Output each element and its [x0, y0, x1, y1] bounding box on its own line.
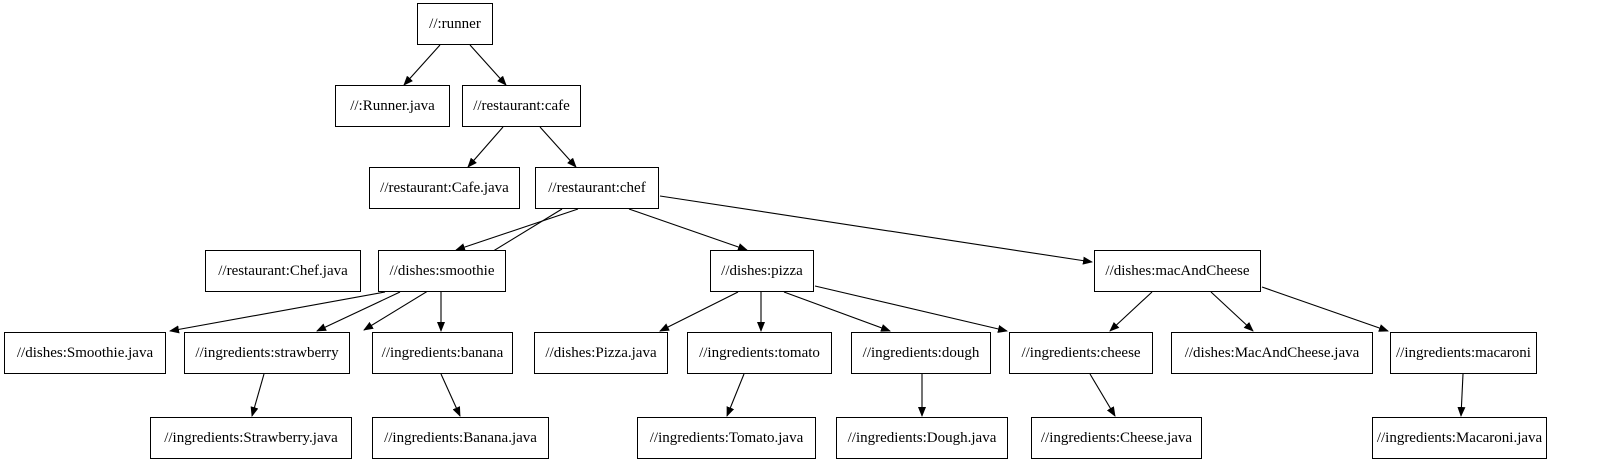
graph-node-CafeJava[interactable]: //restaurant:Cafe.java	[369, 167, 520, 209]
graph-node-label: //ingredients:dough	[862, 344, 980, 361]
graph-node-BananaJava[interactable]: //ingredients:Banana.java	[372, 417, 549, 459]
graph-node-CheeseJava[interactable]: //ingredients:Cheese.java	[1031, 417, 1202, 459]
graph-node-label: //ingredients:strawberry	[195, 344, 339, 361]
graph-edge-chef-to-smoothie	[455, 208, 579, 251]
graph-edge-smoothie-to-strawberry	[316, 291, 401, 332]
graph-node-label: //ingredients:cheese	[1021, 344, 1141, 361]
graph-edge-cafe-to-chef	[539, 126, 577, 168]
graph-node-PizzaJava[interactable]: //dishes:Pizza.java	[534, 332, 668, 374]
graph-edge-runner-to-cafe	[469, 44, 507, 86]
graph-node-label: //ingredients:Banana.java	[384, 429, 537, 446]
graph-node-MacAndCheeseJava[interactable]: //dishes:MacAndCheese.java	[1171, 332, 1373, 374]
graph-edge-cheese-to-CheeseJava	[1089, 373, 1116, 417]
graph-node-ChefJava[interactable]: //restaurant:Chef.java	[205, 250, 361, 292]
graph-node-dough[interactable]: //ingredients:dough	[851, 332, 991, 374]
graph-node-label: //restaurant:Chef.java	[218, 262, 348, 279]
graph-node-label: //dishes:Pizza.java	[545, 344, 657, 361]
graph-node-label: //dishes:MacAndCheese.java	[1184, 344, 1360, 361]
graph-node-label: //restaurant:Cafe.java	[380, 179, 509, 196]
graph-node-cheese[interactable]: //ingredients:cheese	[1009, 332, 1153, 374]
graph-node-label: //dishes:macAndCheese	[1105, 262, 1250, 279]
graph-edge-runner-to-RunnerJava	[403, 44, 441, 86]
graph-edge-pizza-to-cheese	[814, 285, 1008, 333]
graph-edge-tomato-to-TomatoJava	[726, 373, 745, 417]
graph-node-cafe[interactable]: //restaurant:cafe	[462, 85, 581, 127]
graph-node-tomato[interactable]: //ingredients:tomato	[687, 332, 832, 374]
graph-edge-macAndCheese-to-MacAndCheeseJava	[1210, 291, 1254, 332]
graph-node-label: //ingredients:Tomato.java	[649, 429, 804, 446]
graph-node-strawberry[interactable]: //ingredients:strawberry	[184, 332, 350, 374]
graph-edge-pizza-to-PizzaJava	[659, 291, 739, 332]
graph-node-label: //ingredients:Dough.java	[847, 429, 997, 446]
graph-node-chef[interactable]: //restaurant:chef	[535, 167, 659, 209]
graph-node-MacaroniJava[interactable]: //ingredients:Macaroni.java	[1372, 417, 1547, 459]
graph-node-label: //dishes:Smoothie.java	[16, 344, 154, 361]
graph-node-label: //ingredients:Strawberry.java	[164, 429, 338, 446]
graph-node-label: //:Runner.java	[350, 97, 435, 114]
graph-node-RunnerJava[interactable]: //:Runner.java	[335, 85, 450, 127]
graph-edge-chef-to-pizza	[628, 208, 748, 251]
graph-node-TomatoJava[interactable]: //ingredients:Tomato.java	[637, 417, 816, 459]
graph-edge-smoothie-to-SmoothieJava	[169, 291, 386, 334]
graph-node-pizza[interactable]: //dishes:pizza	[710, 250, 814, 292]
graph-edge-banana-to-BananaJava	[440, 373, 461, 417]
graph-edge-macaroni-to-MacaroniJava	[1457, 373, 1466, 417]
graph-edge-strawberry-to-StrawberryJava	[250, 373, 265, 417]
graph-edge-macAndCheese-to-cheese	[1109, 291, 1153, 332]
graph-node-label: //restaurant:chef	[548, 179, 646, 196]
graph-node-label: //dishes:smoothie	[389, 262, 495, 279]
graph-node-SmoothieJava[interactable]: //dishes:Smoothie.java	[4, 332, 166, 374]
graph-node-label: //ingredients:banana	[381, 344, 504, 361]
graph-node-macAndCheese[interactable]: //dishes:macAndCheese	[1094, 250, 1261, 292]
graph-edge-pizza-to-dough	[783, 291, 891, 332]
graph-edge-macAndCheese-to-macaroni	[1261, 286, 1389, 332]
graph-edge-cafe-to-CafeJava	[467, 126, 504, 168]
graph-node-label: //ingredients:Cheese.java	[1040, 429, 1193, 446]
graph-node-label: //dishes:pizza	[721, 262, 803, 279]
graph-node-label: //restaurant:cafe	[473, 97, 570, 114]
graph-node-StrawberryJava[interactable]: //ingredients:Strawberry.java	[150, 417, 352, 459]
graph-node-label: //ingredients:macaroni	[1396, 344, 1531, 361]
graph-node-macaroni[interactable]: //ingredients:macaroni	[1390, 332, 1537, 374]
graph-node-runner[interactable]: //:runner	[417, 3, 493, 45]
graph-node-label: //:runner	[429, 15, 481, 32]
graph-node-smoothie[interactable]: //dishes:smoothie	[378, 250, 506, 292]
graph-node-banana[interactable]: //ingredients:banana	[372, 332, 513, 374]
graph-node-label: //ingredients:tomato	[699, 344, 820, 361]
graph-node-DoughJava[interactable]: //ingredients:Dough.java	[836, 417, 1008, 459]
graph-node-label: //ingredients:Macaroni.java	[1376, 429, 1543, 446]
